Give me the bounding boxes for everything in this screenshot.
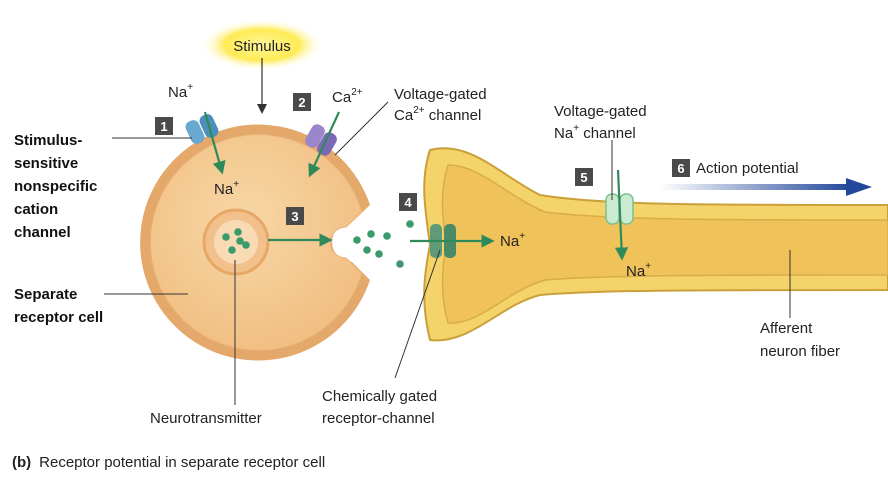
vg-ca-label-line1: Voltage-gated	[394, 86, 487, 103]
stim-channel-line3: nonspecific	[14, 178, 97, 195]
step-badge-1: 1	[155, 117, 173, 135]
na-ext-label: Na+	[168, 82, 193, 101]
vg-na-label-line1: Voltage-gated	[554, 103, 647, 120]
step-badge-4: 4	[399, 193, 417, 211]
afferent-line2: neuron fiber	[760, 343, 840, 360]
na-fiber-label: Na+	[626, 261, 651, 280]
step-badges: 1 2 3 4 5 6	[155, 93, 690, 225]
figure-caption: (b) Receptor potential in separate recept…	[12, 454, 325, 471]
stim-channel-line1: Stimulus-	[14, 132, 82, 149]
flow-arrows	[203, 111, 629, 261]
caption-tag: (b)	[12, 454, 32, 471]
stimulus-label: Stimulus	[233, 38, 291, 55]
voltage-gated-na-channel	[605, 193, 634, 225]
stim-channel-line2: sensitive	[14, 155, 78, 172]
svg-text:4: 4	[404, 195, 412, 210]
chem-gated-line2: receptor-channel	[322, 410, 435, 427]
stim-channel-line5: channel	[14, 224, 71, 241]
afferent-line1: Afferent	[760, 320, 813, 337]
svg-text:3: 3	[291, 209, 298, 224]
ca-ext-label: Ca2+	[332, 87, 363, 106]
leader-lines	[104, 101, 791, 405]
vg-na-label-line2: Na+ channel	[554, 123, 636, 142]
step-badge-3: 3	[286, 207, 304, 225]
released-neurotransmitter	[353, 220, 414, 268]
vg-ca-label-line2: Ca2+ channel	[394, 105, 481, 124]
afferent-neuron-fiber	[423, 147, 888, 342]
svg-text:5: 5	[580, 170, 587, 185]
svg-text:1: 1	[160, 119, 167, 134]
svg-text:6: 6	[677, 161, 684, 176]
na-post-label: Na+	[500, 231, 525, 250]
neurotransmitter-label: Neurotransmitter	[150, 410, 262, 427]
receptor-cell	[140, 124, 370, 361]
separate-receptor-line1: Separate	[14, 286, 77, 303]
svg-text:2: 2	[298, 95, 305, 110]
action-potential-arrow	[660, 178, 872, 196]
stim-channel-line4: cation	[14, 201, 58, 218]
separate-receptor-line2: receptor cell	[14, 309, 103, 326]
labels: Na+ Na+ Ca2+ Voltage-gated Ca2+ channel …	[14, 82, 840, 427]
chem-gated-line1: Chemically gated	[322, 388, 437, 405]
step-badge-2: 2	[293, 93, 311, 111]
step-badge-6: 6	[672, 159, 690, 177]
action-potential-label: Action potential	[696, 160, 799, 177]
step-badge-5: 5	[575, 168, 593, 186]
na-int-label: Na+	[214, 179, 239, 198]
caption-text: Receptor potential in separate receptor …	[39, 454, 326, 471]
stimulus-glow: Stimulus	[200, 19, 324, 114]
